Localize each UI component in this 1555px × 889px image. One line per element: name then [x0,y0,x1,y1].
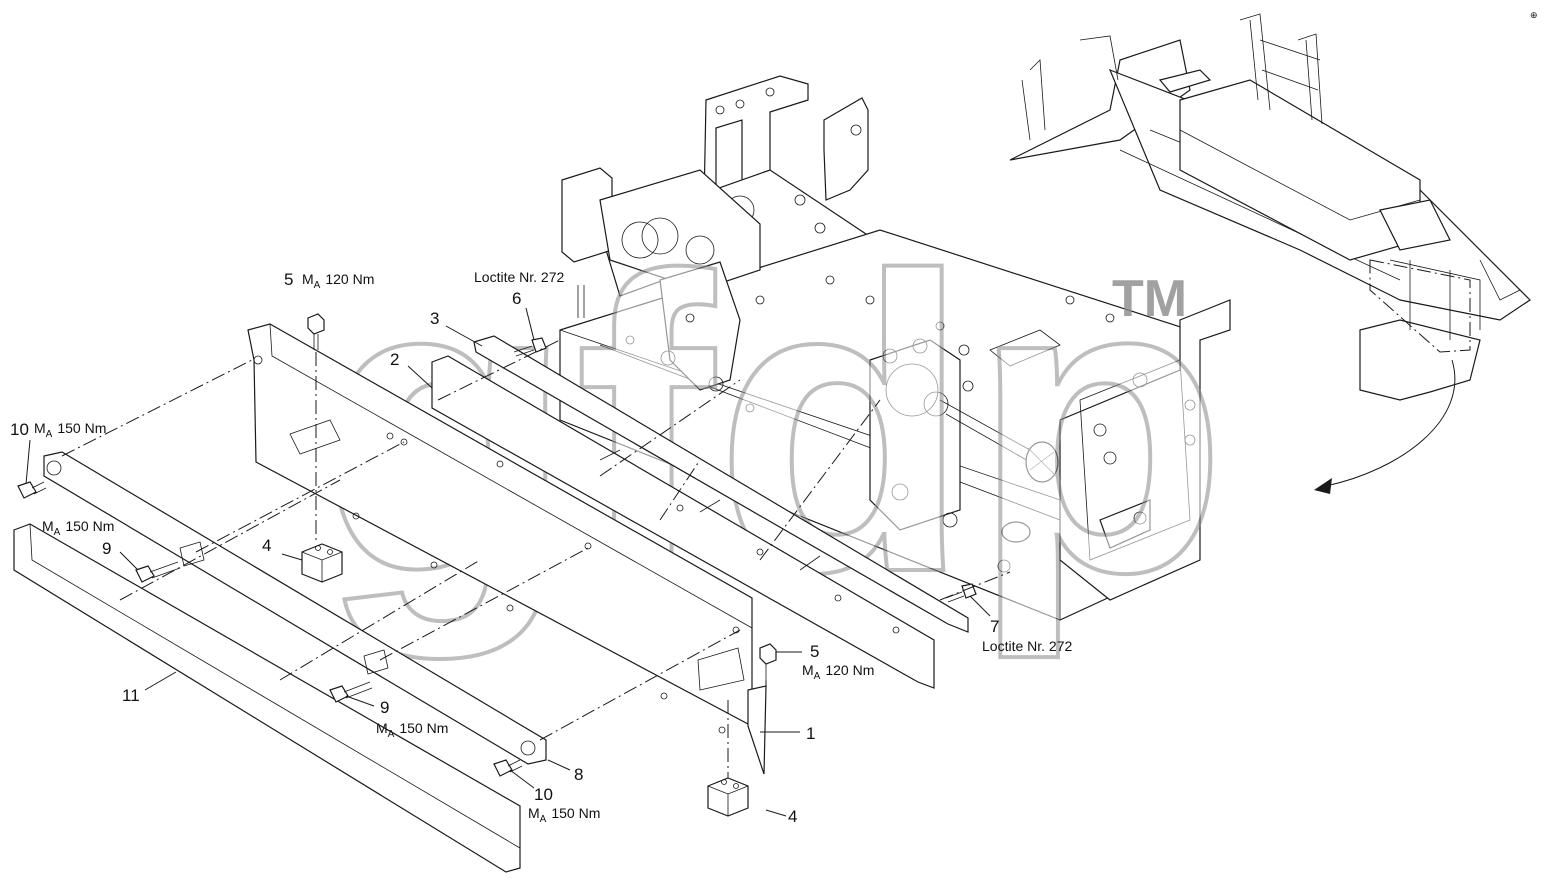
part-2-cover-plate [247,323,767,775]
callout-9-upper: 9 [102,539,111,558]
part-11-front-cover [13,523,521,873]
callout-11: 11 [122,686,140,705]
machine-overview: ⊕ [1009,10,1538,494]
leader-lines [25,307,991,817]
callout-5-upper: 5 [284,270,293,289]
callout-3: 3 [430,309,439,328]
callout-4-upper: 4 [262,536,271,555]
svg-text:⊕: ⊕ [1530,10,1538,20]
callout-2: 2 [390,350,399,369]
callout-10-upper: 10 [10,420,29,439]
bolt-9-upper [135,561,181,583]
part-4-block-upper [301,543,343,583]
part-2b-plate [431,355,935,689]
bolt-5-upper [307,313,325,350]
callout-1: 1 [806,724,815,743]
callout-10-lower: 10 [534,785,553,804]
note-loctite-6: Loctite Nr. 272 [474,269,564,285]
callout-9-lower: 9 [380,698,389,717]
note-loctite-7: Loctite Nr. 272 [982,638,1072,654]
callout-6: 6 [512,289,521,308]
bolt-10-lower [493,759,523,777]
callout-7: 7 [990,617,999,636]
bolt-10-upper [17,481,47,499]
assembly-lines [61,339,1011,778]
part-4-block-lower [707,777,749,817]
callout-5-lower: 5 [810,642,819,661]
bolt-9-lower [329,681,373,703]
bolt-5-lower [759,643,777,680]
callout-8: 8 [574,765,583,784]
callout-4-lower: 4 [788,807,797,826]
part-3-strip [473,335,969,633]
watermark-tm: TM [1112,270,1187,328]
part-8-bar [43,451,547,765]
bolts [17,313,977,777]
machine-frame [559,75,1231,621]
bolt-6 [513,337,547,357]
